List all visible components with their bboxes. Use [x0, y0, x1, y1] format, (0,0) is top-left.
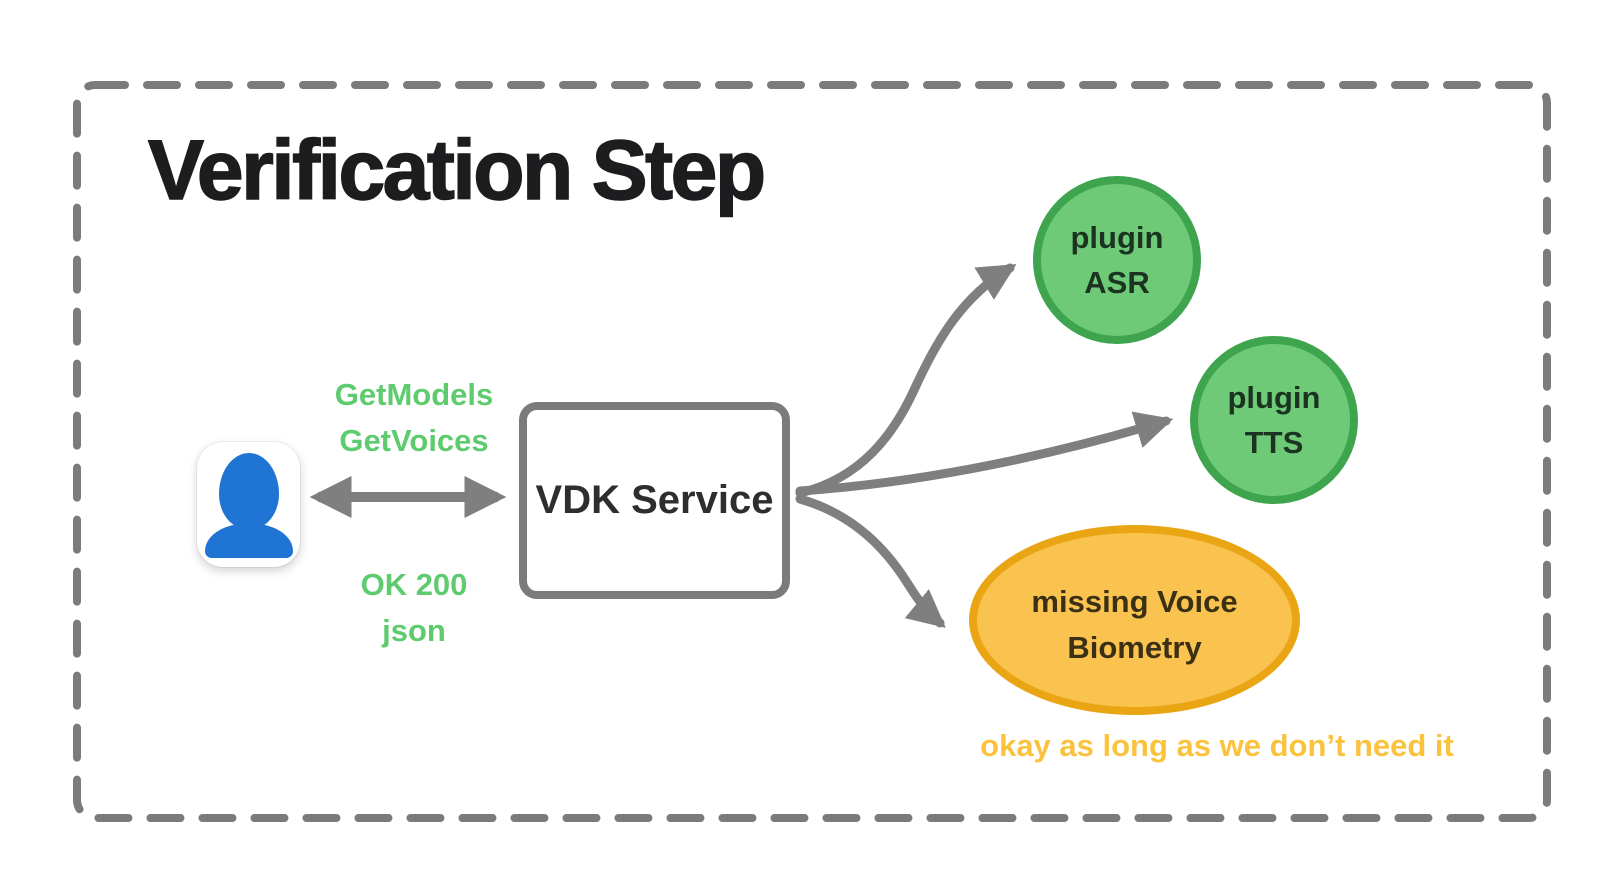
arrow-to-plugin-asr: [795, 263, 1017, 498]
user-icon: [197, 442, 300, 567]
arrow-to-voice-biometry: [795, 494, 946, 628]
plugin-tts-label-line1: plugin: [1227, 380, 1321, 415]
plugin-asr-label-line2: ASR: [1084, 265, 1150, 300]
response-labels: OK 200 json: [289, 562, 539, 654]
arrow-to-plugin-tts: [795, 411, 1174, 496]
request-label-getvoices: GetVoices: [339, 423, 489, 458]
user-icon-head: [218, 453, 279, 529]
plugin-tts-label-line2: TTS: [1244, 425, 1304, 460]
vdk-service-node: VDK Service: [519, 402, 790, 599]
plugin-asr-node: plugin ASR: [1033, 176, 1201, 344]
biometry-caption: okay as long as we don’t need it: [980, 728, 1454, 763]
request-labels: GetModels GetVoices: [289, 372, 539, 464]
plugin-tts-node: plugin TTS: [1190, 336, 1358, 504]
voice-biometry-label-line1: missing Voice: [1031, 584, 1238, 619]
voice-biometry-label-line2: Biometry: [1067, 630, 1202, 665]
vdk-service-label: VDK Service: [535, 478, 774, 522]
user-icon-shoulders: [204, 524, 293, 558]
response-label-format: json: [382, 613, 446, 648]
voice-biometry-node: missing Voice Biometry: [969, 525, 1300, 715]
page-title: Verification Step: [147, 122, 767, 218]
request-label-getmodels: GetModels: [334, 377, 494, 412]
plugin-asr-label-line1: plugin: [1070, 220, 1164, 255]
response-label-status: OK 200: [360, 567, 468, 602]
